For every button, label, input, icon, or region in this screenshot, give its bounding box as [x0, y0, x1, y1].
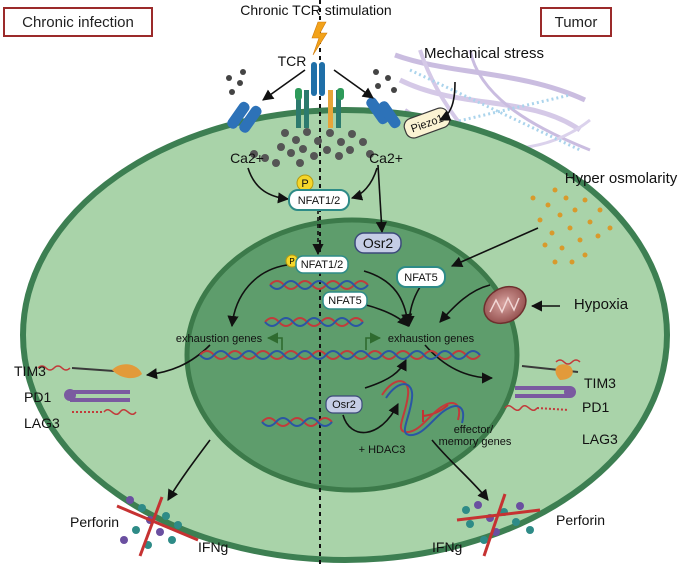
nfat5-cytoplasm: NFAT5 [396, 266, 446, 288]
hyper-osmolarity-label: Hyper osmolarity [565, 170, 678, 187]
nfat5-nuclear: NFAT5 [322, 291, 368, 310]
inhibitory-receptors-right [504, 359, 581, 411]
lag3-right-label: LAG3 [582, 431, 618, 447]
svg-text:Osr2: Osr2 [332, 399, 356, 411]
nfat12-nuclear: NFAT1/2 [295, 255, 349, 274]
svg-text:NFAT5: NFAT5 [328, 295, 361, 307]
chronic-tcr-stimulation-label: Chronic TCR stimulation [240, 2, 391, 18]
effector-memory-genes: effector/ memory genes [439, 424, 512, 448]
osr2-cytoplasm: Osr2 [354, 232, 402, 254]
blocked-cross-right [456, 493, 541, 557]
pd1-left-label: PD1 [24, 389, 51, 405]
calcium-right-label: Ca2+ [369, 150, 403, 166]
svg-text:Osr2: Osr2 [363, 235, 394, 251]
calcium-channel-right-icon [366, 97, 401, 129]
blocked-cross-left [116, 496, 199, 557]
dna-strands [199, 280, 481, 437]
tcr-complex-icon [295, 62, 344, 128]
tumor-panel: Tumor [540, 7, 612, 37]
hypoxia-label: Hypoxia [574, 296, 629, 313]
tim3-right-label: TIM3 [584, 375, 616, 391]
ifng-right-label: IFNg [432, 539, 462, 555]
extracellular-calcium-dots [226, 69, 397, 95]
chronic-infection-title: Chronic infection [22, 14, 134, 31]
calcium-left-label: Ca2+ [230, 150, 264, 166]
ifng-left-label: IFNg [198, 539, 228, 555]
tcr-label: TCR [278, 53, 307, 69]
gene-promoter-arrows [266, 332, 382, 350]
nucleus [184, 217, 520, 493]
svg-text:NFAT5: NFAT5 [404, 272, 437, 284]
hdac3-label: + HDAC3 [359, 444, 406, 456]
svg-text:NFAT1/2: NFAT1/2 [298, 195, 341, 207]
exhaustion-genes-right: exhaustion genes [388, 333, 475, 345]
nfat12-cytoplasm: NFAT1/2 [288, 189, 350, 211]
svg-text:P: P [301, 178, 308, 190]
lag3-left-label: LAG3 [24, 415, 60, 431]
svg-text:NFAT1/2: NFAT1/2 [301, 259, 344, 271]
mitochondrion-icon [483, 285, 527, 325]
pd1-right-label: PD1 [582, 399, 609, 415]
mechanical-stress-label: Mechanical stress [424, 45, 544, 62]
phospho-badge: P [296, 174, 314, 192]
piezo1-channel: Piezo1 [403, 107, 451, 139]
exhaustion-genes-left: exhaustion genes [176, 333, 263, 345]
svg-text:P: P [289, 257, 294, 266]
lightning-icon [311, 21, 328, 56]
tim3-left-label: TIM3 [14, 363, 46, 379]
intracellular-calcium-dots [250, 128, 374, 167]
signal-arrows [145, 69, 560, 501]
calcium-channel-left-icon [227, 101, 262, 133]
osmolyte-dots [530, 187, 613, 265]
inhibitory-receptors-left [37, 364, 142, 415]
inhibition-marker [422, 404, 449, 422]
tumor-title: Tumor [555, 14, 598, 31]
perforin-right-label: Perforin [556, 512, 605, 528]
chronic-infection-panel: Chronic infection [3, 7, 153, 37]
osr2-nuclear: Osr2 [325, 395, 363, 414]
perforin-left-label: Perforin [70, 514, 119, 530]
